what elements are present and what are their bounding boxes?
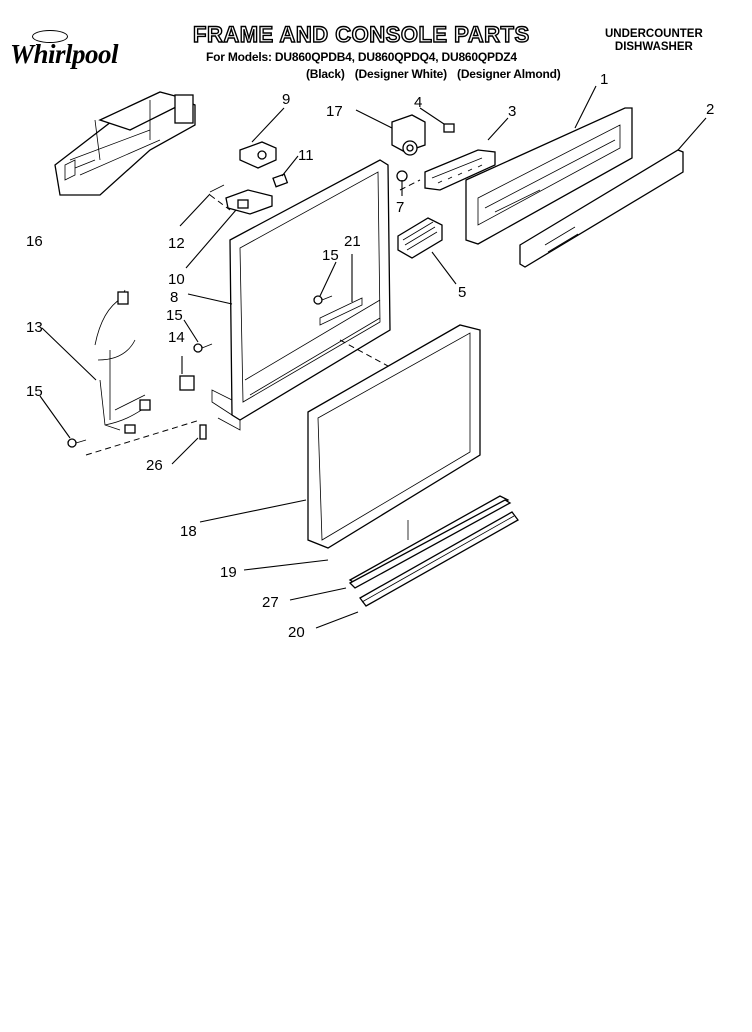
part-4 xyxy=(443,123,455,133)
part-14-connector xyxy=(179,375,195,391)
part-1-console xyxy=(465,107,633,245)
finish-designer-almond: (Designer Almond) xyxy=(457,67,561,81)
part-27-trim xyxy=(348,499,512,589)
part-16-housing xyxy=(54,91,196,196)
part-13-wire-harness xyxy=(94,289,151,434)
callout-14: 14 xyxy=(168,329,185,346)
part-18-door-panel xyxy=(307,324,481,549)
finish-black: (Black) xyxy=(306,67,345,81)
callout-13: 13 xyxy=(26,319,43,336)
part-17-switch xyxy=(391,114,426,156)
brand-logo: Whirlpool xyxy=(10,30,155,72)
part-15-screw-lower xyxy=(67,438,87,448)
callout-10: 10 xyxy=(168,271,185,288)
callout-4: 4 xyxy=(414,94,422,111)
part-12 xyxy=(209,184,225,193)
leader-lines xyxy=(39,85,707,629)
callout-21: 21 xyxy=(344,233,361,250)
part-26-clip xyxy=(199,424,207,440)
part-21-strip xyxy=(319,297,363,326)
callout-11: 11 xyxy=(298,147,314,164)
product-type-line-1: UNDERCOUNTER xyxy=(605,28,703,40)
callout-12: 12 xyxy=(168,235,185,252)
finishes-line: (Black) (Designer White) (Designer Almon… xyxy=(306,67,568,81)
callout-labels: 1 2 3 4 5 7 8 9 10 11 12 13 14 15 15 15 … xyxy=(26,71,714,641)
callout-3: 3 xyxy=(508,103,516,120)
callout-18: 18 xyxy=(180,523,197,540)
page-title: FRAME AND CONSOLE PARTS xyxy=(192,21,530,47)
part-11 xyxy=(272,173,289,188)
callout-15-upper: 15 xyxy=(322,247,339,264)
part-5-vent xyxy=(397,217,443,259)
callout-27: 27 xyxy=(262,594,279,611)
part-8-frame xyxy=(211,159,391,431)
callout-17: 17 xyxy=(326,103,343,120)
callout-15-lower: 15 xyxy=(26,383,43,400)
brand-wordmark: Whirlpool xyxy=(10,39,119,69)
callout-20: 20 xyxy=(288,624,305,641)
callout-2: 2 xyxy=(706,101,714,118)
callout-7: 7 xyxy=(396,199,404,216)
models-line: For Models: DU860QPDB4, DU860QPDQ4, DU86… xyxy=(206,50,517,64)
brand-badge xyxy=(32,30,68,43)
callout-5: 5 xyxy=(458,284,466,301)
part-3-button-module xyxy=(424,149,496,191)
finish-designer-white: (Designer White) xyxy=(354,67,447,81)
part-20-trim xyxy=(359,511,519,607)
callout-26: 26 xyxy=(146,457,163,474)
part-15-screw-upper xyxy=(313,295,333,305)
product-type: UNDERCOUNTER DISHWASHER xyxy=(605,28,703,54)
callout-9: 9 xyxy=(282,91,290,108)
callout-19: 19 xyxy=(220,564,237,581)
product-type-line-2: DISHWASHER xyxy=(614,41,693,53)
callout-1: 1 xyxy=(600,71,608,88)
callout-8: 8 xyxy=(170,289,178,306)
callout-15-middle: 15 xyxy=(166,307,183,324)
callout-16: 16 xyxy=(26,233,43,250)
part-9-latch xyxy=(239,141,277,169)
part-15-screw-middle xyxy=(193,343,213,353)
part-10-bracket xyxy=(225,189,273,215)
